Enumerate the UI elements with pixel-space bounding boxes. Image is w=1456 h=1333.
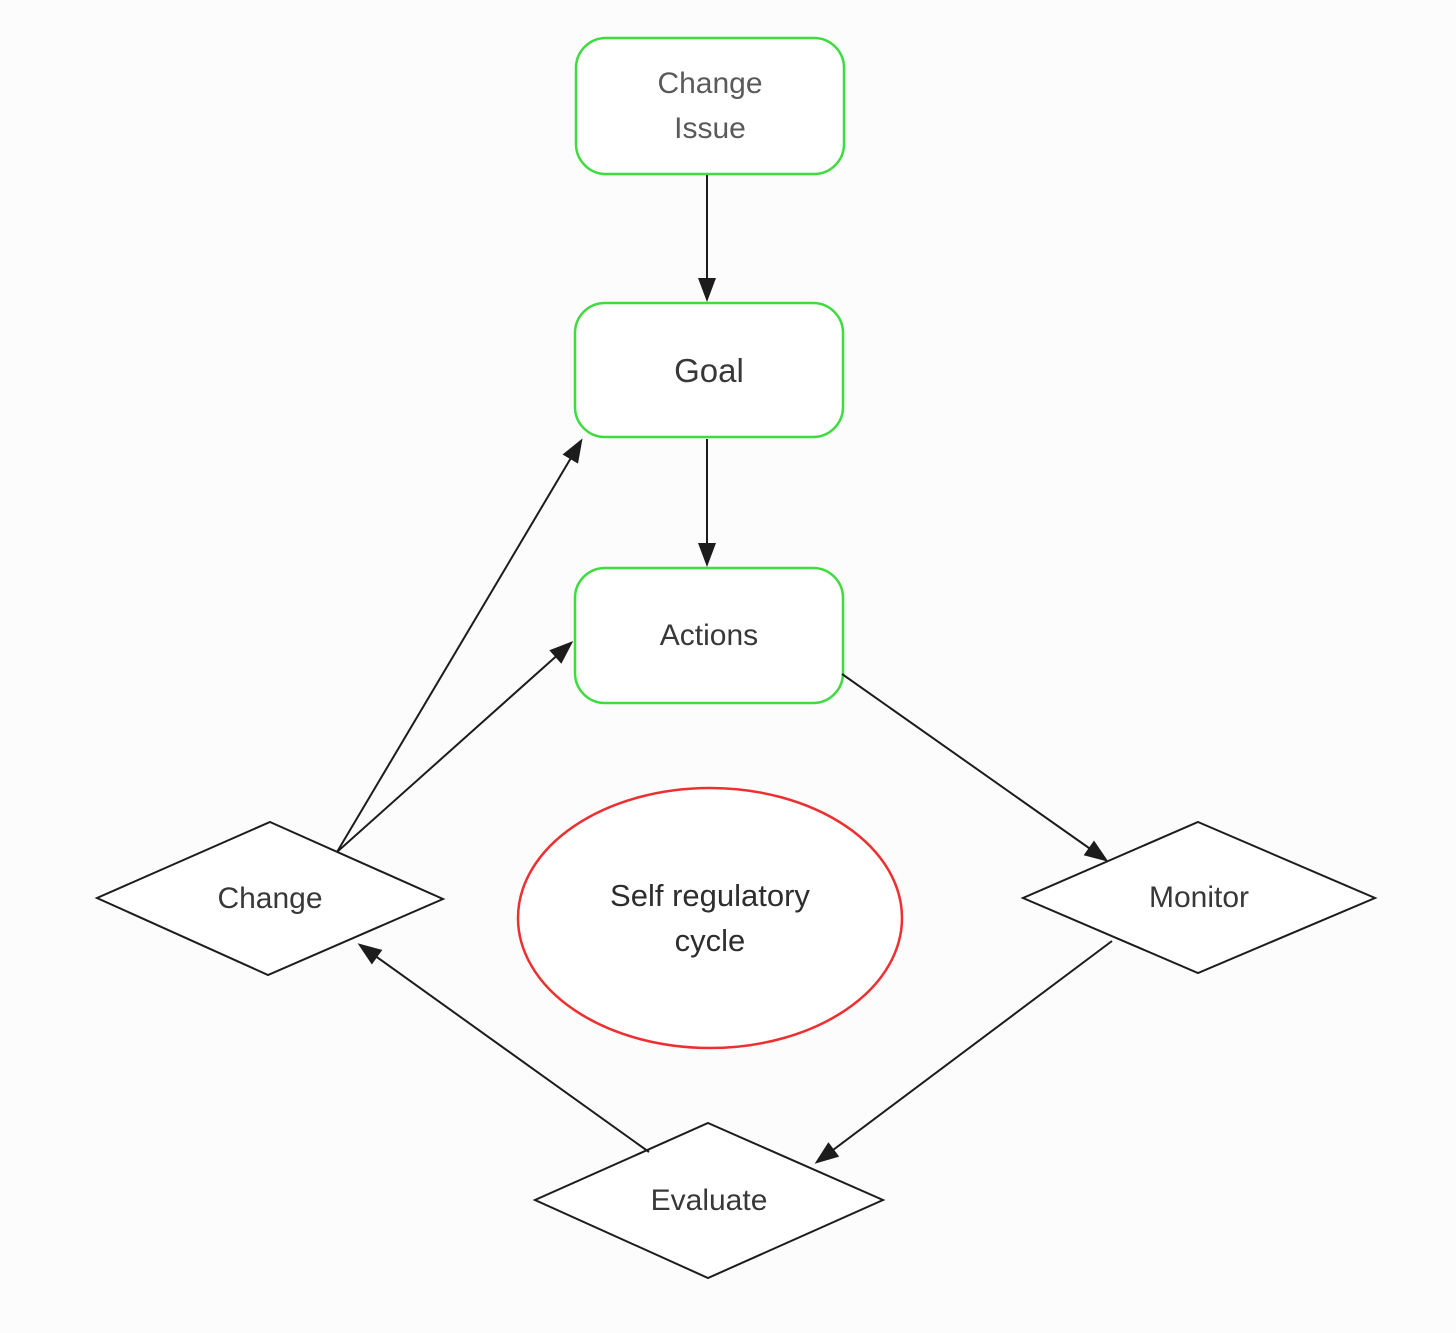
node-evaluate-shape <box>532 1121 886 1280</box>
edge-evaluate-to-change <box>357 943 650 1153</box>
edge-monitor-to-evaluate <box>814 940 1113 1164</box>
node-change-issue-shape <box>574 36 846 176</box>
node-change-shape <box>94 820 446 977</box>
edge-change-to-goal <box>336 438 583 853</box>
edge-actions-to-monitor <box>841 673 1109 862</box>
node-actions-shape <box>573 566 845 705</box>
node-goal-shape <box>573 301 845 439</box>
node-cycle-shape <box>516 786 904 1050</box>
edge-change-to-actions <box>336 641 574 853</box>
node-monitor-shape <box>1020 820 1378 975</box>
